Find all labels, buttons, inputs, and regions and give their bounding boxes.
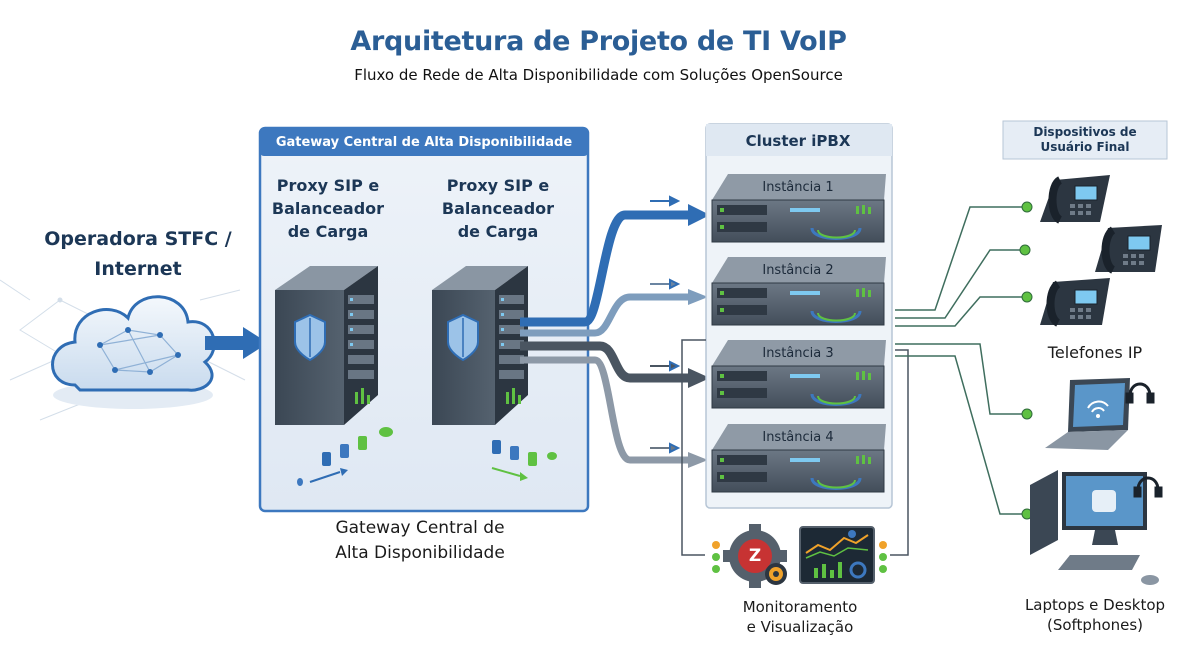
flow-arrowheads <box>688 204 710 468</box>
instance-3-label: Instância 3 <box>762 346 834 361</box>
monitoring-status-dots <box>712 541 887 573</box>
small-direction-arrows <box>650 195 681 454</box>
zabbix-letter: Z <box>748 546 762 566</box>
devices-header-line1: Dispositivos de <box>1033 125 1137 139</box>
ipbx-instance-3-icon <box>711 340 886 409</box>
ipbx-instance-2-icon <box>711 257 886 326</box>
packet-tokens-1 <box>297 427 393 486</box>
proxy-2-label-line1: Proxy SIP e <box>446 176 550 195</box>
operator-label: Operadora STFC / Internet <box>20 224 256 284</box>
proxy-2-label-line2: Balanceador <box>441 199 555 218</box>
proxy-2-label-line3: de Carga <box>457 222 539 241</box>
monitoring-label: Monitoramento e Visualização <box>700 597 900 637</box>
gateway-caption-line2: Alta Disponibilidade <box>335 543 505 563</box>
devices-header: Dispositivos de Usuário Final <box>1003 125 1167 155</box>
proxy-1-label-line2: Balanceador <box>271 199 385 218</box>
ip-phone-1-icon <box>1040 175 1110 224</box>
proxy-1-label: Proxy SIP e Balanceador de Carga <box>268 174 388 243</box>
gateway-caption-line1: Gateway Central de <box>335 518 505 538</box>
devices-header-box <box>1002 120 1168 160</box>
gateway-to-cluster-flows <box>520 210 690 464</box>
headset-icon-1 <box>1125 382 1155 404</box>
ip-phone-2-icon <box>1095 225 1162 274</box>
instance-2-label: Instância 2 <box>762 263 834 278</box>
ip-phone-3-icon <box>1040 278 1110 327</box>
device-connections <box>895 206 1024 515</box>
instance-4-label: Instância 4 <box>762 430 834 445</box>
operator-label-line1: Operadora STFC / <box>44 228 232 250</box>
cloud-to-gateway-arrow <box>205 327 268 359</box>
proxy-server-1-icon <box>275 266 378 425</box>
dashboard-screen-icon <box>799 526 875 584</box>
ip-phones-label: Telefones IP <box>1047 343 1143 362</box>
gateway-header: Gateway Central de Alta Disponibilidade <box>275 135 573 150</box>
monitoring-label-line1: Monitoramento <box>742 598 858 616</box>
proxy-1-label-line3: de Carga <box>287 222 369 241</box>
ipbx-instance-1-icon <box>711 174 886 243</box>
headset-icon-2 <box>1133 476 1163 498</box>
zabbix-gear-icon <box>723 524 787 588</box>
ipbx-instance-4-icon <box>711 424 886 493</box>
computers-label-line2: (Softphones) <box>1046 616 1144 634</box>
gateway-caption: Gateway Central de Alta Disponibilidade <box>300 516 540 566</box>
devices-header-line2: Usuário Final <box>1040 140 1130 154</box>
proxy-2-label: Proxy SIP e Balanceador de Carga <box>438 174 558 243</box>
instance-1-label: Instância 1 <box>762 180 834 195</box>
monitoring-connections <box>681 339 909 556</box>
laptop-icon <box>1045 378 1130 450</box>
proxy-server-2-icon <box>432 266 528 425</box>
computers-label: Laptops e Desktop (Softphones) <box>1005 595 1185 635</box>
internet-cloud-icon <box>51 295 216 409</box>
computers-label-line1: Laptops e Desktop <box>1024 596 1166 614</box>
page-subtitle: Fluxo de Rede de Alta Disponibilidade co… <box>354 66 843 84</box>
packet-tokens-2 <box>491 440 557 481</box>
operator-label-line2: Internet <box>94 258 182 280</box>
monitoring-label-line2: e Visualização <box>746 618 854 636</box>
desktop-computer-icon <box>1030 470 1159 585</box>
page-title: Arquitetura de Projeto de TI VoIP <box>350 26 847 57</box>
cluster-label: Cluster iPBX <box>745 132 851 150</box>
device-connection-dots <box>1019 201 1033 520</box>
proxy-1-label-line1: Proxy SIP e <box>276 176 380 195</box>
